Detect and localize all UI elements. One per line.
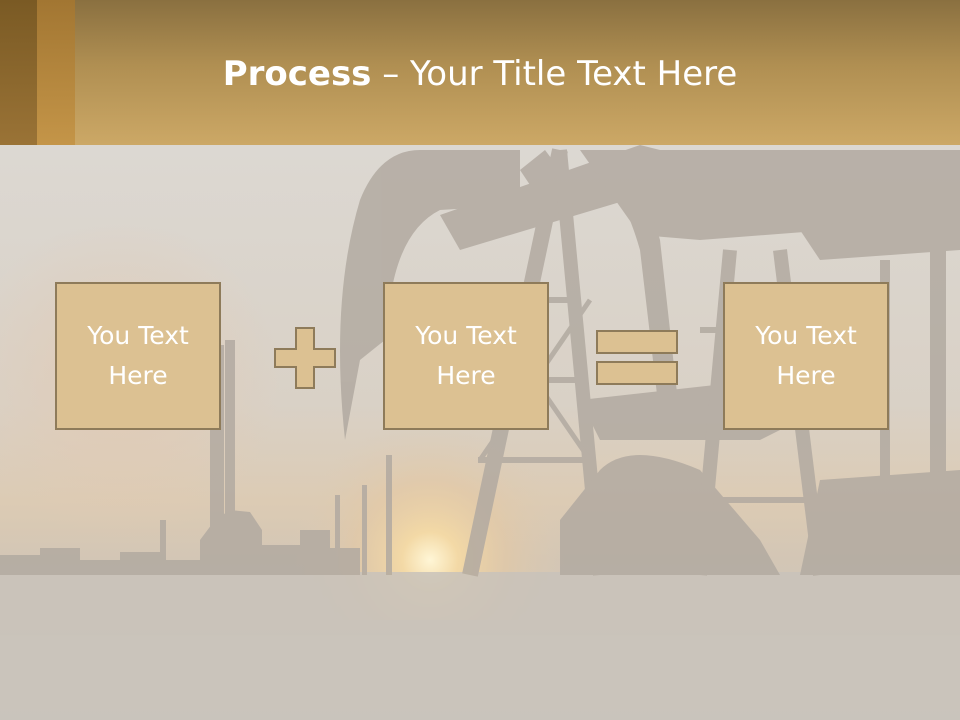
header-band (0, 0, 960, 145)
header-accent-dark (0, 0, 37, 145)
oil-pump-background-photo (0, 145, 960, 720)
header-accent-light (37, 0, 75, 145)
equals-icon (596, 330, 678, 385)
slide-title: Process – Your Title Text Here (0, 52, 960, 96)
step-1-text: You Text Here (87, 321, 189, 390)
process-step-1[interactable]: You Text Here (55, 282, 221, 430)
title-rest: – Your Title Text Here (371, 54, 738, 94)
process-step-2[interactable]: You Text Here (383, 282, 549, 430)
plus-icon (274, 327, 336, 389)
step-3-text: You Text Here (755, 321, 857, 390)
process-step-3[interactable]: You Text Here (723, 282, 889, 430)
title-bold: Process (222, 54, 372, 94)
step-2-text: You Text Here (415, 321, 517, 390)
